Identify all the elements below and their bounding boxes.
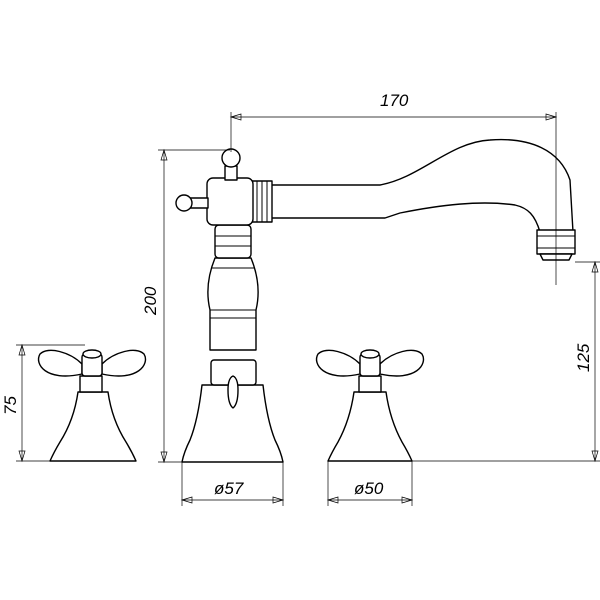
dimension-diameter-50-label: ø50	[354, 479, 384, 498]
mixer-neck	[214, 224, 252, 259]
left-valve	[37, 349, 147, 462]
mixer-column	[207, 257, 259, 351]
mixer-head	[206, 177, 254, 226]
right-valve	[315, 349, 425, 462]
right-valve-lever-right	[379, 349, 425, 377]
dimension-125: 125	[412, 260, 600, 463]
right-valve-base	[327, 391, 413, 462]
dimension-200: 200	[141, 148, 230, 464]
left-valve-lever-left	[37, 349, 83, 377]
left-valve-collar	[79, 375, 103, 393]
dimension-diameter-57: ø57	[180, 462, 285, 506]
left-valve-base	[49, 391, 137, 462]
dimension-75: 75	[1, 343, 85, 463]
left-valve-lever-right	[101, 349, 147, 377]
dimension-170-label: 170	[380, 91, 409, 110]
right-valve-lever-left	[315, 349, 361, 377]
dimension-diameter-50: ø50	[326, 461, 414, 506]
dimension-200-label: 200	[141, 286, 160, 316]
mixer-lever-knob-side	[175, 194, 193, 212]
dimension-125-label: 125	[574, 343, 593, 372]
dimension-75-label: 75	[1, 396, 20, 415]
spout-pipe	[269, 138, 574, 233]
mixer-drop-knob	[227, 375, 239, 409]
mixer-lever-post	[224, 165, 238, 181]
mixer-body	[175, 148, 284, 463]
right-valve-collar	[358, 375, 382, 393]
dimension-diameter-57-label: ø57	[214, 479, 244, 498]
left-valve-cap	[82, 349, 102, 359]
dimension-170: 170	[229, 91, 558, 285]
spout	[249, 138, 576, 261]
right-valve-cap	[360, 349, 380, 359]
